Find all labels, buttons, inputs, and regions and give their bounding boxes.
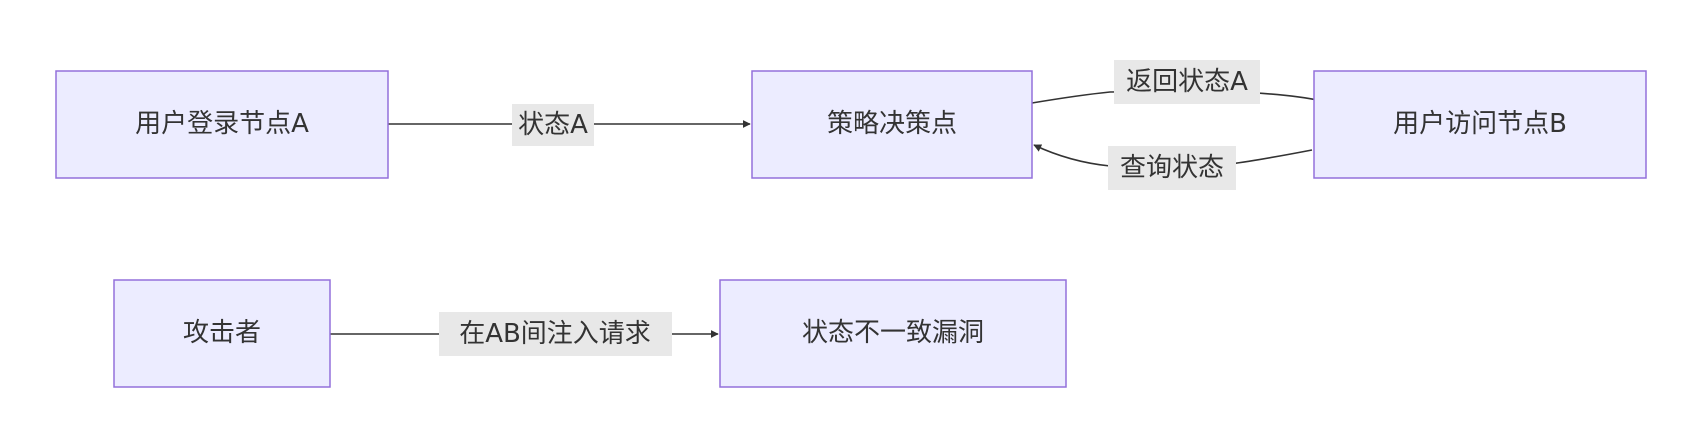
node-state-inconsistency-vuln: 状态不一致漏洞 <box>719 279 1067 388</box>
node-label: 用户登录节点A <box>135 109 309 139</box>
node-attacker: 攻击者 <box>113 279 331 388</box>
edge-label-text: 在AB间注入请求 <box>459 319 651 349</box>
edge-label-access-pdp: 查询状态 <box>1108 146 1236 190</box>
edge-label-text: 查询状态 <box>1120 153 1224 183</box>
node-user-login-a: 用户登录节点A <box>55 70 389 179</box>
node-user-access-b: 用户访问节点B <box>1313 70 1647 179</box>
edge-label-attacker-vuln: 在AB间注入请求 <box>439 312 672 356</box>
edge-label-text: 返回状态A <box>1126 67 1248 97</box>
edge-label-text: 状态A <box>518 110 588 140</box>
node-policy-decision-point: 策略决策点 <box>751 70 1033 179</box>
edge-label-login-pdp: 状态A <box>512 104 594 146</box>
node-label: 状态不一致漏洞 <box>802 318 984 348</box>
node-label: 策略决策点 <box>827 109 957 139</box>
node-label: 用户访问节点B <box>1393 109 1567 139</box>
node-label: 攻击者 <box>183 318 261 348</box>
edge-label-pdp-access: 返回状态A <box>1114 60 1260 104</box>
